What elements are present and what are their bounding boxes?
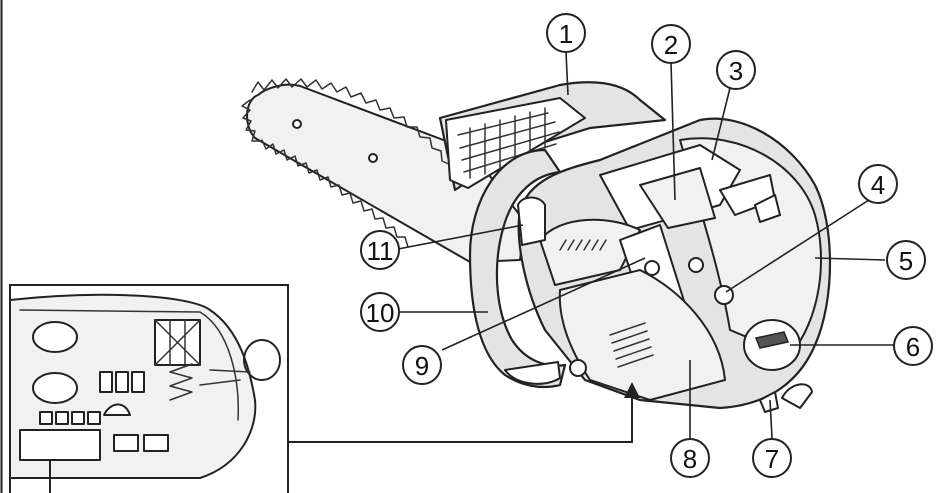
saw-chain bbox=[241, 78, 452, 248]
callout-label: 8 bbox=[683, 444, 697, 474]
top-handle bbox=[438, 81, 667, 192]
callout-label: 6 bbox=[906, 332, 920, 362]
inset-detail bbox=[9, 284, 289, 493]
callout-label: 7 bbox=[765, 444, 779, 474]
callout-9: 9 bbox=[402, 345, 442, 385]
chainsaw-body bbox=[504, 117, 832, 413]
callout-11: 11 bbox=[360, 230, 400, 270]
callout-label: 11 bbox=[367, 236, 394, 266]
leader-lines bbox=[397, 51, 895, 439]
callout-7: 7 bbox=[752, 438, 792, 478]
callout-label: 10 bbox=[366, 298, 395, 328]
inset-arrow bbox=[288, 382, 640, 443]
callout-5: 5 bbox=[886, 240, 926, 280]
callout-label: 5 bbox=[899, 246, 913, 276]
callout-8: 8 bbox=[670, 438, 710, 478]
callout-label: 1 bbox=[559, 19, 573, 49]
callout-label: 9 bbox=[415, 351, 429, 381]
front-handle bbox=[468, 148, 567, 389]
callout-1: 1 bbox=[546, 13, 586, 53]
callout-label: 2 bbox=[664, 30, 678, 60]
callout-label: 3 bbox=[729, 56, 743, 86]
callout-2: 2 bbox=[651, 24, 691, 64]
callout-4: 4 bbox=[858, 164, 898, 204]
callout-label: 4 bbox=[871, 170, 885, 200]
callout-10: 10 bbox=[360, 292, 400, 332]
callout-6: 6 bbox=[893, 326, 933, 366]
callout-3: 3 bbox=[716, 50, 756, 90]
